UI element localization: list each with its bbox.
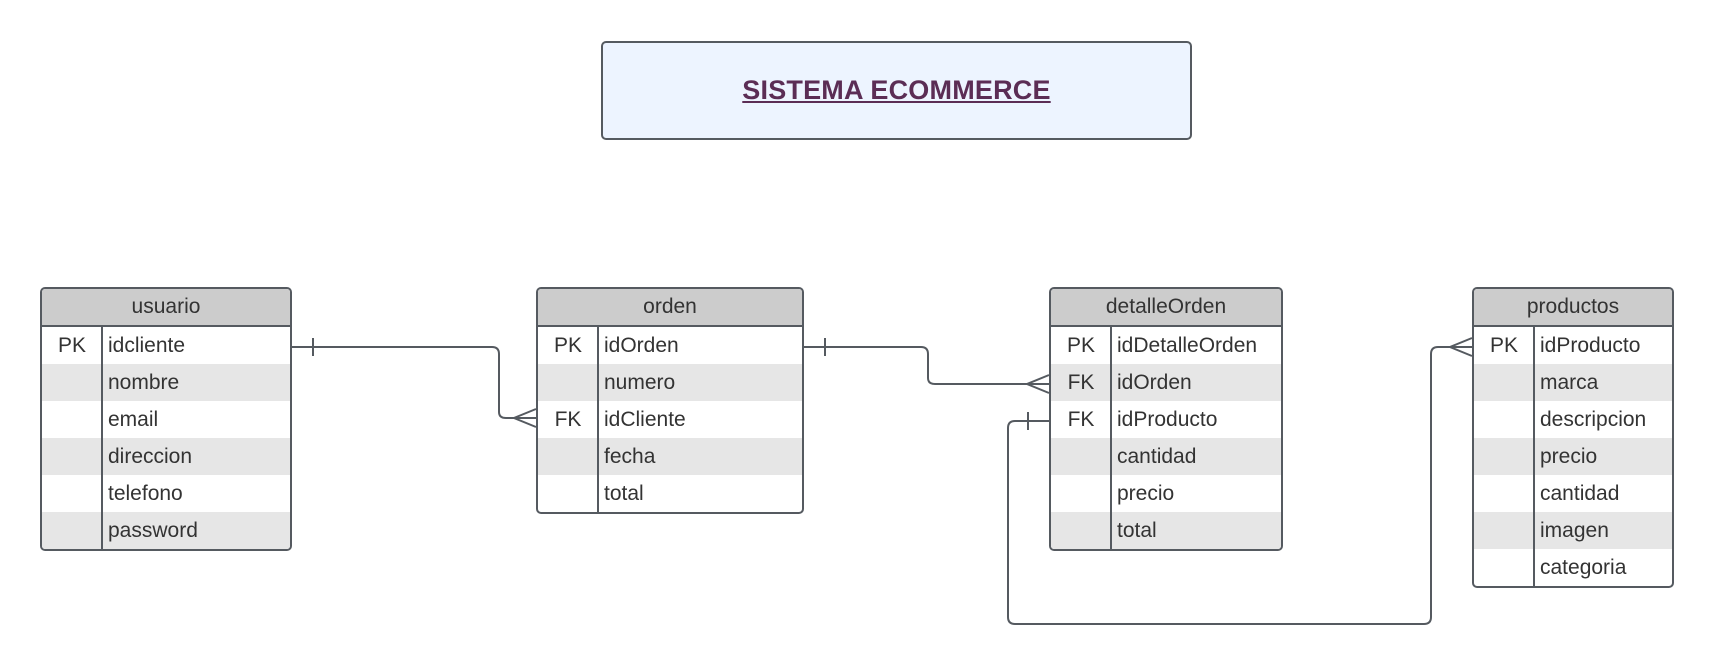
attribute-name: password [108,518,198,542]
attribute-name: nombre [108,370,180,394]
attribute-row: PK idcliente [42,327,290,364]
key-label: FK [1067,407,1095,431]
column-divider [1110,327,1112,549]
relationship-orden-detalleorden[interactable] [804,346,1049,385]
attribute-name: idOrden [1117,370,1192,394]
entity-productos[interactable]: productos PK idProducto marca descripcion… [1472,287,1674,588]
attribute-row: PK idProducto [1474,327,1672,364]
attribute-row: nombre [42,364,290,401]
attribute-name: cantidad [1117,444,1197,468]
attribute-name: idProducto [1540,333,1641,357]
key-label: FK [554,407,582,431]
attribute-row: FK idCliente [538,401,802,438]
attribute-row: FK idOrden [1051,364,1281,401]
attribute-row: descripcion [1474,401,1672,438]
diagram-title: SISTEMA ECOMMERCE [742,75,1051,105]
attribute-row: precio [1051,475,1281,512]
many-marker [1024,374,1050,394]
attribute-name: email [108,407,159,431]
attribute-name: cantidad [1540,481,1620,505]
attribute-row: telefono [42,475,290,512]
entity-orden[interactable]: orden PK idOrden numero FK idCliente fecha… [536,287,804,514]
entity-header: orden [538,289,802,327]
entity-header: detalleOrden [1051,289,1281,327]
key-label: FK [1067,370,1095,394]
key-label: PK [57,333,86,357]
column-divider [1533,327,1535,586]
attribute-row: cantidad [1474,475,1672,512]
relationship-usuario-orden[interactable] [292,346,536,419]
attribute-name: idOrden [604,333,679,357]
column-divider [597,327,599,512]
entity-rows: PK idOrden numero FK idCliente fecha total [538,327,802,512]
attribute-row: precio [1474,438,1672,475]
attribute-row: fecha [538,438,802,475]
attribute-name: precio [1540,444,1598,468]
key-label: PK [553,333,582,357]
entity-rows: PK idProducto marca descripcion precio ca… [1474,327,1672,586]
attribute-row: categoria [1474,549,1672,586]
attribute-row: direccion [42,438,290,475]
key-label: PK [1066,333,1095,357]
entity-header: productos [1474,289,1672,327]
attribute-row: email [42,401,290,438]
entity-usuario[interactable]: usuario PK idcliente nombre email direcci… [40,287,292,551]
attribute-row: total [538,475,802,512]
attribute-name: idProducto [1117,407,1218,431]
attribute-name: telefono [108,481,183,505]
key-label: PK [1489,333,1518,357]
attribute-name: total [1117,518,1157,542]
attribute-row: PK idOrden [538,327,802,364]
attribute-row: password [42,512,290,549]
attribute-name: categoria [1540,555,1627,579]
column-divider [101,327,103,549]
attribute-name: numero [604,370,676,394]
attribute-name: descripcion [1540,407,1647,431]
attribute-row: numero [538,364,802,401]
many-marker [1447,337,1473,357]
attribute-row: marca [1474,364,1672,401]
attribute-row: total [1051,512,1281,549]
many-marker [511,408,537,428]
attribute-name: idCliente [604,407,686,431]
attribute-name: imagen [1540,518,1609,542]
attribute-row: cantidad [1051,438,1281,475]
title-box: SISTEMA ECOMMERCE [601,41,1192,140]
attribute-name: idDetalleOrden [1117,333,1258,357]
attribute-name: idcliente [108,333,186,357]
attribute-name: direccion [108,444,193,468]
entity-header: usuario [42,289,290,327]
attribute-name: total [604,481,644,505]
attribute-row: imagen [1474,512,1672,549]
attribute-row: FK idProducto [1051,401,1281,438]
entity-rows: PK idcliente nombre email direccion telef… [42,327,290,549]
attribute-row: PK idDetalleOrden [1051,327,1281,364]
attribute-name: marca [1540,370,1599,394]
attribute-name: fecha [604,444,656,468]
attribute-name: precio [1117,481,1175,505]
